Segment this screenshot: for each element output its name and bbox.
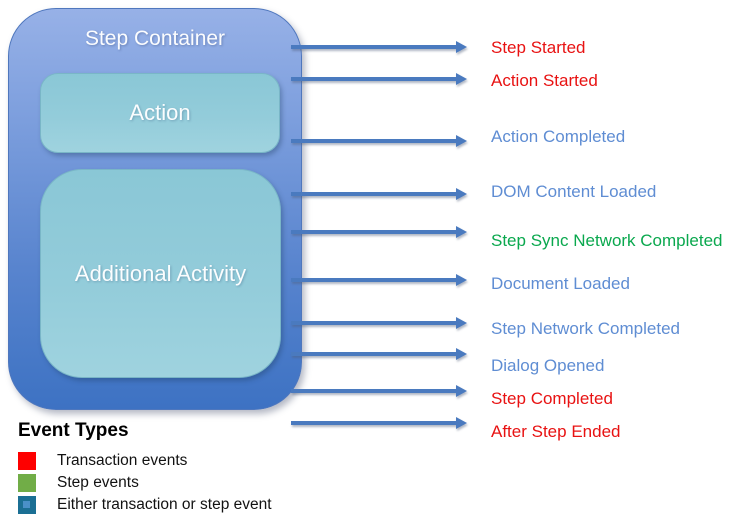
event-label: Step Network Completed [491, 319, 680, 338]
arrow-line [291, 421, 457, 425]
action-box: Action [40, 73, 280, 153]
event-label: Step Sync Network Completed [491, 231, 723, 250]
legend-swatch-step [18, 473, 36, 492]
event-label: Action Started [491, 71, 598, 90]
legend-item-label: Transaction events [57, 451, 188, 469]
event-label: Dialog Opened [491, 356, 605, 375]
step-container-shape: Step Container Action Additional Activit… [8, 8, 302, 410]
additional-activity-box: Additional Activity [40, 169, 281, 378]
legend-swatch-transaction [18, 451, 36, 470]
right-arrow-icon [291, 385, 467, 397]
arrow-line [291, 139, 457, 143]
right-arrow-icon [291, 226, 467, 238]
event-label: Document Loaded [491, 274, 630, 293]
legend-item-step: Step events [18, 472, 272, 493]
arrow-head-icon [456, 385, 467, 397]
arrow-head-icon [456, 73, 467, 85]
arrow-head-icon [456, 348, 467, 360]
arrow-head-icon [456, 41, 467, 53]
right-arrow-icon [291, 274, 467, 286]
arrow-head-icon [456, 188, 467, 200]
right-arrow-icon [291, 135, 467, 147]
arrow-head-icon [456, 317, 467, 329]
right-arrow-icon [291, 188, 467, 200]
right-arrow-icon [291, 317, 467, 329]
legend-swatch-inner [23, 500, 30, 508]
right-arrow-icon [291, 41, 467, 53]
arrow-line [291, 278, 457, 282]
event-label: After Step Ended [491, 422, 621, 441]
legend-item-transaction: Transaction events [18, 450, 272, 471]
arrow-head-icon [456, 417, 467, 429]
arrow-line [291, 77, 457, 81]
event-label: DOM Content Loaded [491, 182, 657, 201]
arrow-head-icon [456, 135, 467, 147]
event-label: Step Completed [491, 389, 613, 408]
arrow-line [291, 389, 457, 393]
arrow-line [291, 321, 457, 325]
action-box-label: Action [129, 100, 191, 125]
arrow-line [291, 352, 457, 356]
arrow-line [291, 192, 457, 196]
legend-item-label: Either transaction or step event [57, 495, 272, 513]
additional-activity-box-label: Additional Activity [74, 260, 247, 286]
legend-item-label: Step events [57, 473, 139, 491]
arrow-head-icon [456, 274, 467, 286]
legend-item-either: Either transaction or step event [18, 494, 272, 515]
event-label: Step Started [491, 38, 586, 57]
right-arrow-icon [291, 348, 467, 360]
event-label: Action Completed [491, 127, 626, 146]
right-arrow-icon [291, 73, 467, 85]
arrow-line [291, 230, 457, 234]
legend-swatch-either [18, 495, 36, 514]
arrow-line [291, 45, 457, 49]
legend-title: Event Types [18, 420, 129, 441]
right-arrow-icon [291, 417, 467, 429]
step-container-label: Step Container [84, 27, 226, 50]
arrow-head-icon [456, 226, 467, 238]
